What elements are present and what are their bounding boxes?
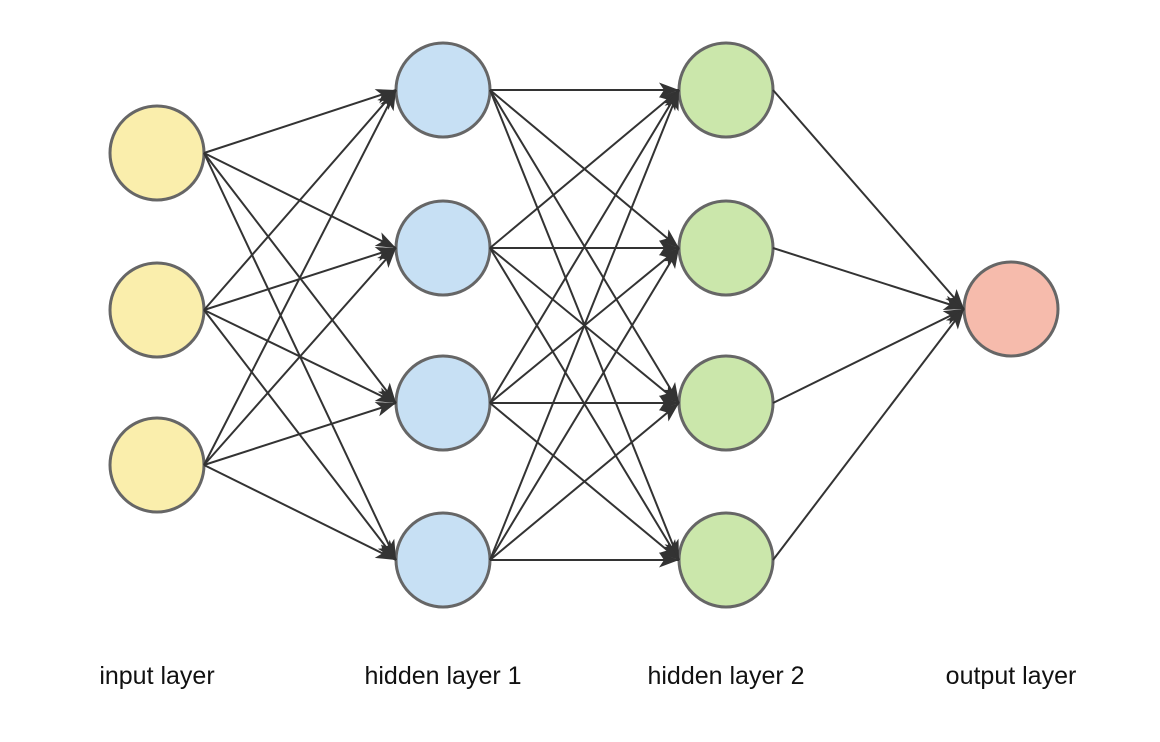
node-hidden-layer-1 [394,511,492,609]
edge-input-layer-to-hidden-layer-1 [203,89,397,311]
edge-hidden-layer-1-to-hidden-layer-2 [489,89,680,561]
edge-hidden-layer-2-to-output-layer [772,308,965,561]
edge-input-layer-to-hidden-layer-1 [203,89,397,154]
edge-hidden-layer-1-to-hidden-layer-2 [489,247,680,561]
label-input-layer: input layer [99,662,215,690]
edge-hidden-layer-1-to-hidden-layer-2 [489,89,680,404]
edge-hidden-layer-2-to-output-layer [772,308,965,404]
node-hidden-layer-2 [677,199,775,297]
node-hidden-layer-2 [677,354,775,452]
node-input-layer [108,416,206,514]
edge-input-layer-to-hidden-layer-1 [203,89,397,466]
label-output-layer: output layer [945,662,1077,690]
edge-input-layer-to-hidden-layer-1 [203,464,397,561]
node-output-layer [962,260,1060,358]
node-input-layer [108,261,206,359]
edge-input-layer-to-hidden-layer-1 [203,402,397,466]
node-hidden-layer-2 [677,41,775,139]
node-hidden-layer-2 [677,511,775,609]
label-hidden-layer-1: hidden layer 1 [364,662,522,690]
node-input-layer [108,104,206,202]
node-hidden-layer-1 [394,41,492,139]
node-hidden-layer-1 [394,354,492,452]
edge-hidden-layer-2-to-output-layer [772,247,965,311]
label-hidden-layer-2: hidden layer 2 [647,662,805,690]
edge-input-layer-to-hidden-layer-1 [203,247,397,466]
edge-hidden-layer-2-to-output-layer [772,89,965,310]
edge-hidden-layer-1-to-hidden-layer-2 [489,402,680,561]
node-hidden-layer-1 [394,199,492,297]
edge-hidden-layer-1-to-hidden-layer-2 [489,89,680,249]
